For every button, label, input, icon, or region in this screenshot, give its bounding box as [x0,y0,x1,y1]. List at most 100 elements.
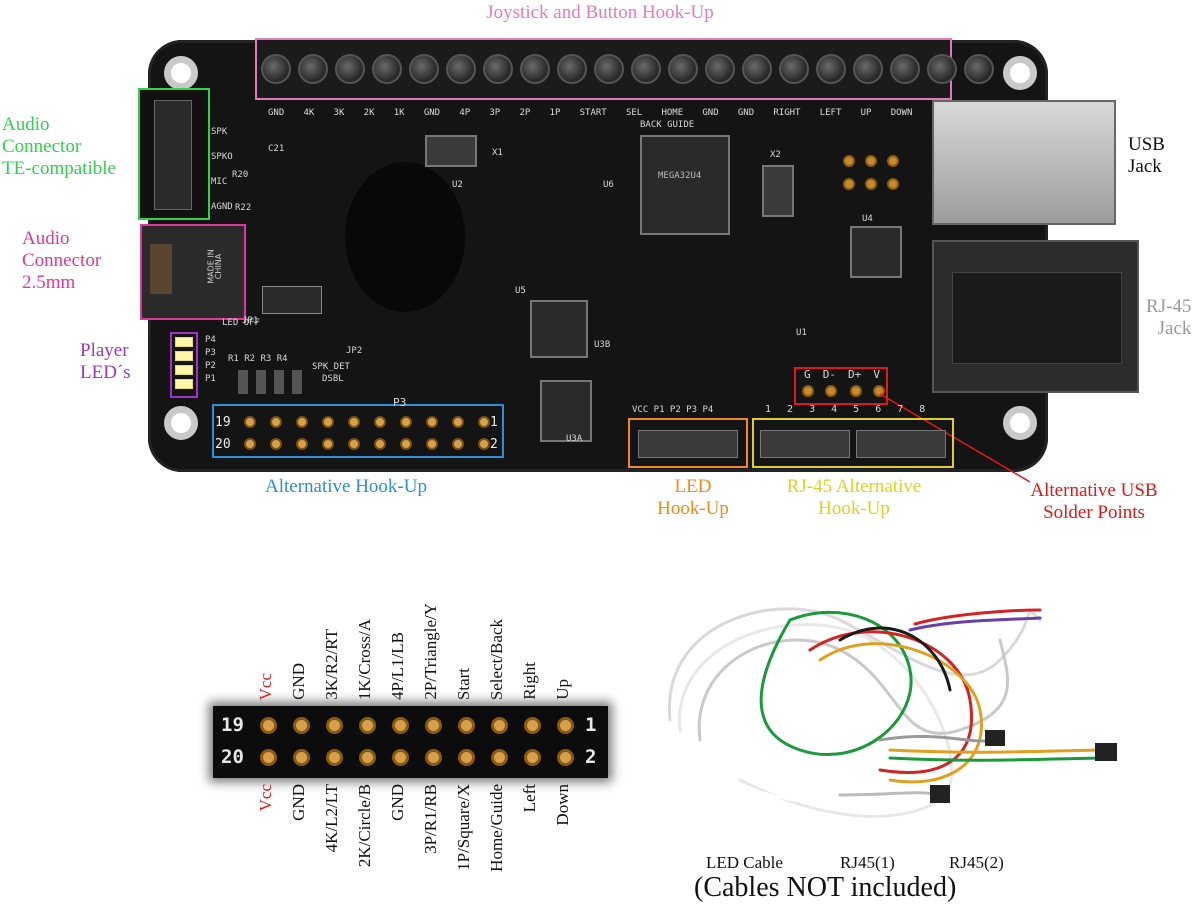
screw-terminal-block [255,38,994,100]
silk-u2: U2 [452,180,463,190]
mounting-hole [164,56,198,90]
silk-u3a: U3A [566,434,583,444]
header-pin [270,438,282,450]
pinout-pin [524,717,541,734]
audio-pin-label: SPK [211,127,228,137]
usb-pad-label: D+ [848,368,862,381]
via-pad [887,178,899,190]
pin-label-bottom: GND [388,784,407,821]
terminal-screw [520,54,550,84]
terminal-pin-label: START [579,108,607,118]
terminal-screw [742,54,772,84]
pin-label-bottom: Down [553,784,572,826]
pin-label-top: 1K/Cross/A [355,618,374,700]
pinout-pin [524,749,541,766]
usb-pad-label: V [873,368,880,381]
chip-u5 [530,300,588,358]
terminal-pin-label: DOWN [890,108,913,118]
pin-label-bottom: GND [289,784,308,821]
chip-u4 [850,226,902,278]
header-pin [452,416,464,428]
pin-label-top: Up [553,679,572,700]
led-label: P2 [205,361,216,371]
joystick-callout: Joystick and Button Hook-Up [486,2,714,23]
terminal-pin-label: UP [860,108,872,118]
via-pad [865,178,877,190]
terminal-screw [631,54,661,84]
led-connector-outline [628,418,748,468]
header-pin [322,438,334,450]
silk-jp1: JP1 [242,316,259,326]
terminal-pin-label: 1K [393,108,405,118]
smd-component [256,370,266,394]
pinout-pin [326,749,343,766]
silk-r22: R22 [235,203,252,213]
cables-not-included-note: (Cables NOT included) [694,872,957,903]
via-pad [843,178,855,190]
pin-label-top: 4P/L1/LB [388,631,407,700]
header-pin [296,416,308,428]
cable-label-rj45-1: RJ45(1) [840,853,895,872]
audio-pin-label: SPKO [211,152,233,162]
terminal-pin-label: SEL [625,108,643,118]
terminal-screw [261,54,291,84]
pinout-row1-label: 1 [585,714,597,736]
alt-hookup-callout: Alternative Hook-Up [265,476,427,497]
pinout-pin [326,717,343,734]
terminal-screw [964,54,994,84]
pinout-pin [491,717,508,734]
mcu-chip-label: MEGA32U4 [658,171,702,181]
usb-pad-label: G [804,368,811,381]
pinout-pin [359,717,376,734]
header-pin [374,416,386,428]
pinout-header-panel: 19 20 1 2 [213,706,608,778]
crystal-x2 [762,165,794,217]
p3-header-outline [212,404,504,458]
pinout-pin [392,749,409,766]
header-pin [478,438,490,450]
chip-u3 [540,380,592,442]
player-led-strip [170,332,198,398]
smd-component [292,370,302,394]
p3-header-pins [244,416,490,460]
pinout-pin [293,749,310,766]
p3-label: P3 [393,396,407,409]
pin-label-top: Start [454,667,473,700]
rj45-alt-connector-outline [752,418,954,468]
audio-pin-label: AGND [211,202,233,212]
silk-u1: U1 [796,328,807,338]
terminal-pin-label: HOME [661,108,684,118]
terminal-pin-label: GND [737,108,755,118]
terminal-sub-label: BACK GUIDE [640,120,695,130]
terminal-screw [483,54,513,84]
via-pad [887,155,899,167]
silk-c21: C21 [268,144,285,154]
rj45-jack [932,240,1139,393]
pinout-row2-label: 2 [585,746,597,768]
terminal-pin-label: 4P [459,108,471,118]
pin-label-bottom: 1P/Square/X [454,784,473,871]
terminal-screw [409,54,439,84]
header-pin [478,416,490,428]
silk-led-off: LED OFF [222,318,260,328]
terminal-pin-label: GND [702,108,719,118]
pin-label-bottom: 3P/R1/RB [421,784,440,854]
pinout-pin [260,749,277,766]
header-pin [296,438,308,450]
crystal-x1 [425,135,477,167]
pinout-pin [491,749,508,766]
usb-pad [825,385,837,397]
jack-china: CHINA [214,253,224,280]
header-pin [400,416,412,428]
